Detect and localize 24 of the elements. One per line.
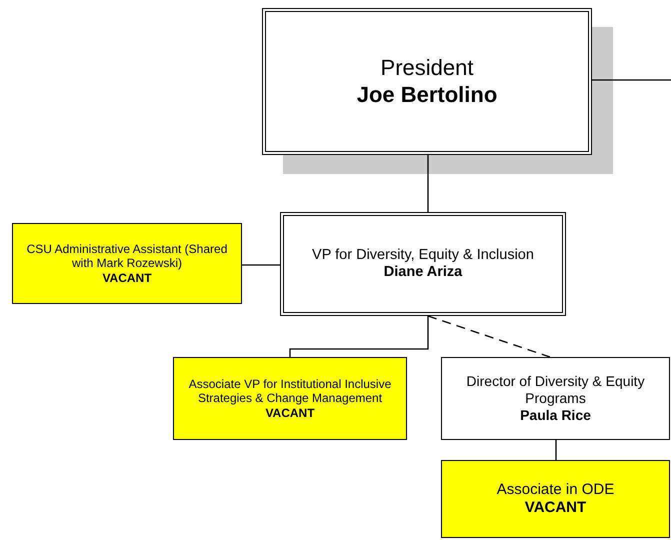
person-name: Paula Rice (519, 406, 592, 424)
associate-box (441, 460, 670, 538)
person-name: VACANT (101, 270, 153, 286)
position-title: Associate in ODE (496, 481, 616, 499)
position-title: CSU Administrative Assistant (Shared with Mark Rozewski) (26, 242, 228, 271)
position-title: President (380, 55, 474, 82)
position-title: Director of Diversity & Equity Programs (465, 373, 646, 407)
person-name: VACANT (264, 406, 316, 420)
connector-line (555, 440, 557, 460)
vp-box (280, 212, 566, 316)
person-name: VACANT (524, 499, 588, 517)
person-name: Joe Bertolino (356, 82, 498, 108)
connector-line (289, 316, 429, 357)
connector-line (428, 315, 550, 358)
person-name: Diane Ariza (382, 264, 464, 282)
connector-line (242, 264, 280, 266)
associate-vp-box (173, 357, 407, 440)
connector-line (427, 155, 429, 212)
position-title: Associate VP for Institutional Inclusive Strategies & Change Management (188, 376, 392, 406)
connector-line (592, 79, 671, 81)
position-title: VP for Diversity, Equity & Inclusion (311, 246, 535, 264)
president-box (262, 8, 592, 155)
director-box (441, 357, 670, 440)
assistant-box (12, 223, 242, 304)
